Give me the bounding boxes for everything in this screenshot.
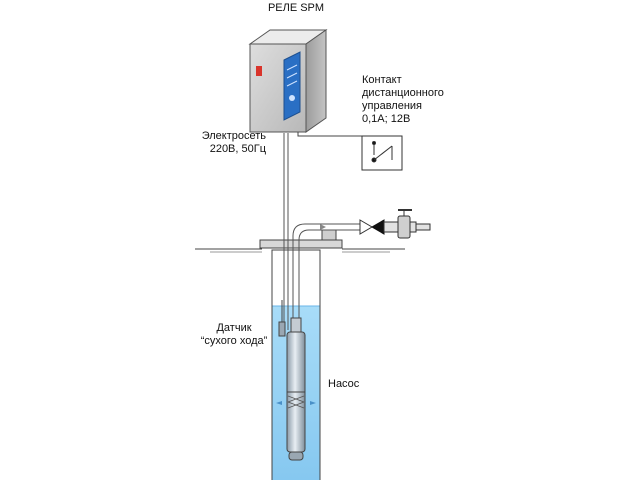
power-cable	[283, 133, 289, 330]
check-valve-icon	[359, 219, 385, 235]
remote-contact-label-line3: управления	[362, 100, 422, 112]
submersible-pump-icon	[286, 317, 306, 461]
relay-title: РЕЛЕ SPM	[267, 2, 325, 14]
remote-contact-label-line2: дистанционного	[362, 87, 444, 99]
tap-icon	[383, 209, 431, 239]
power-grid-label-line2: 220В, 50Гц	[209, 143, 266, 155]
pump-label: Насос	[328, 378, 360, 390]
switch-icon	[361, 135, 403, 171]
remote-contact-label-line4: 0,1А; 12В	[362, 113, 411, 125]
dry-run-sensor-label-line2: “сухого хода”	[200, 335, 268, 347]
indicator-red-icon	[256, 66, 262, 76]
remote-contact-label-line1: Контакт	[362, 74, 402, 86]
relay-box-icon	[248, 29, 328, 133]
dry-run-sensor-icon	[278, 300, 286, 337]
ground-surface	[195, 248, 405, 253]
delivery-pipe	[292, 223, 360, 330]
flow-arrow	[320, 224, 326, 230]
dry-run-sensor-label-line1: Датчик	[216, 322, 252, 334]
relay-label-panel	[283, 51, 301, 121]
power-grid-label-line1: Электросеть	[201, 130, 266, 142]
